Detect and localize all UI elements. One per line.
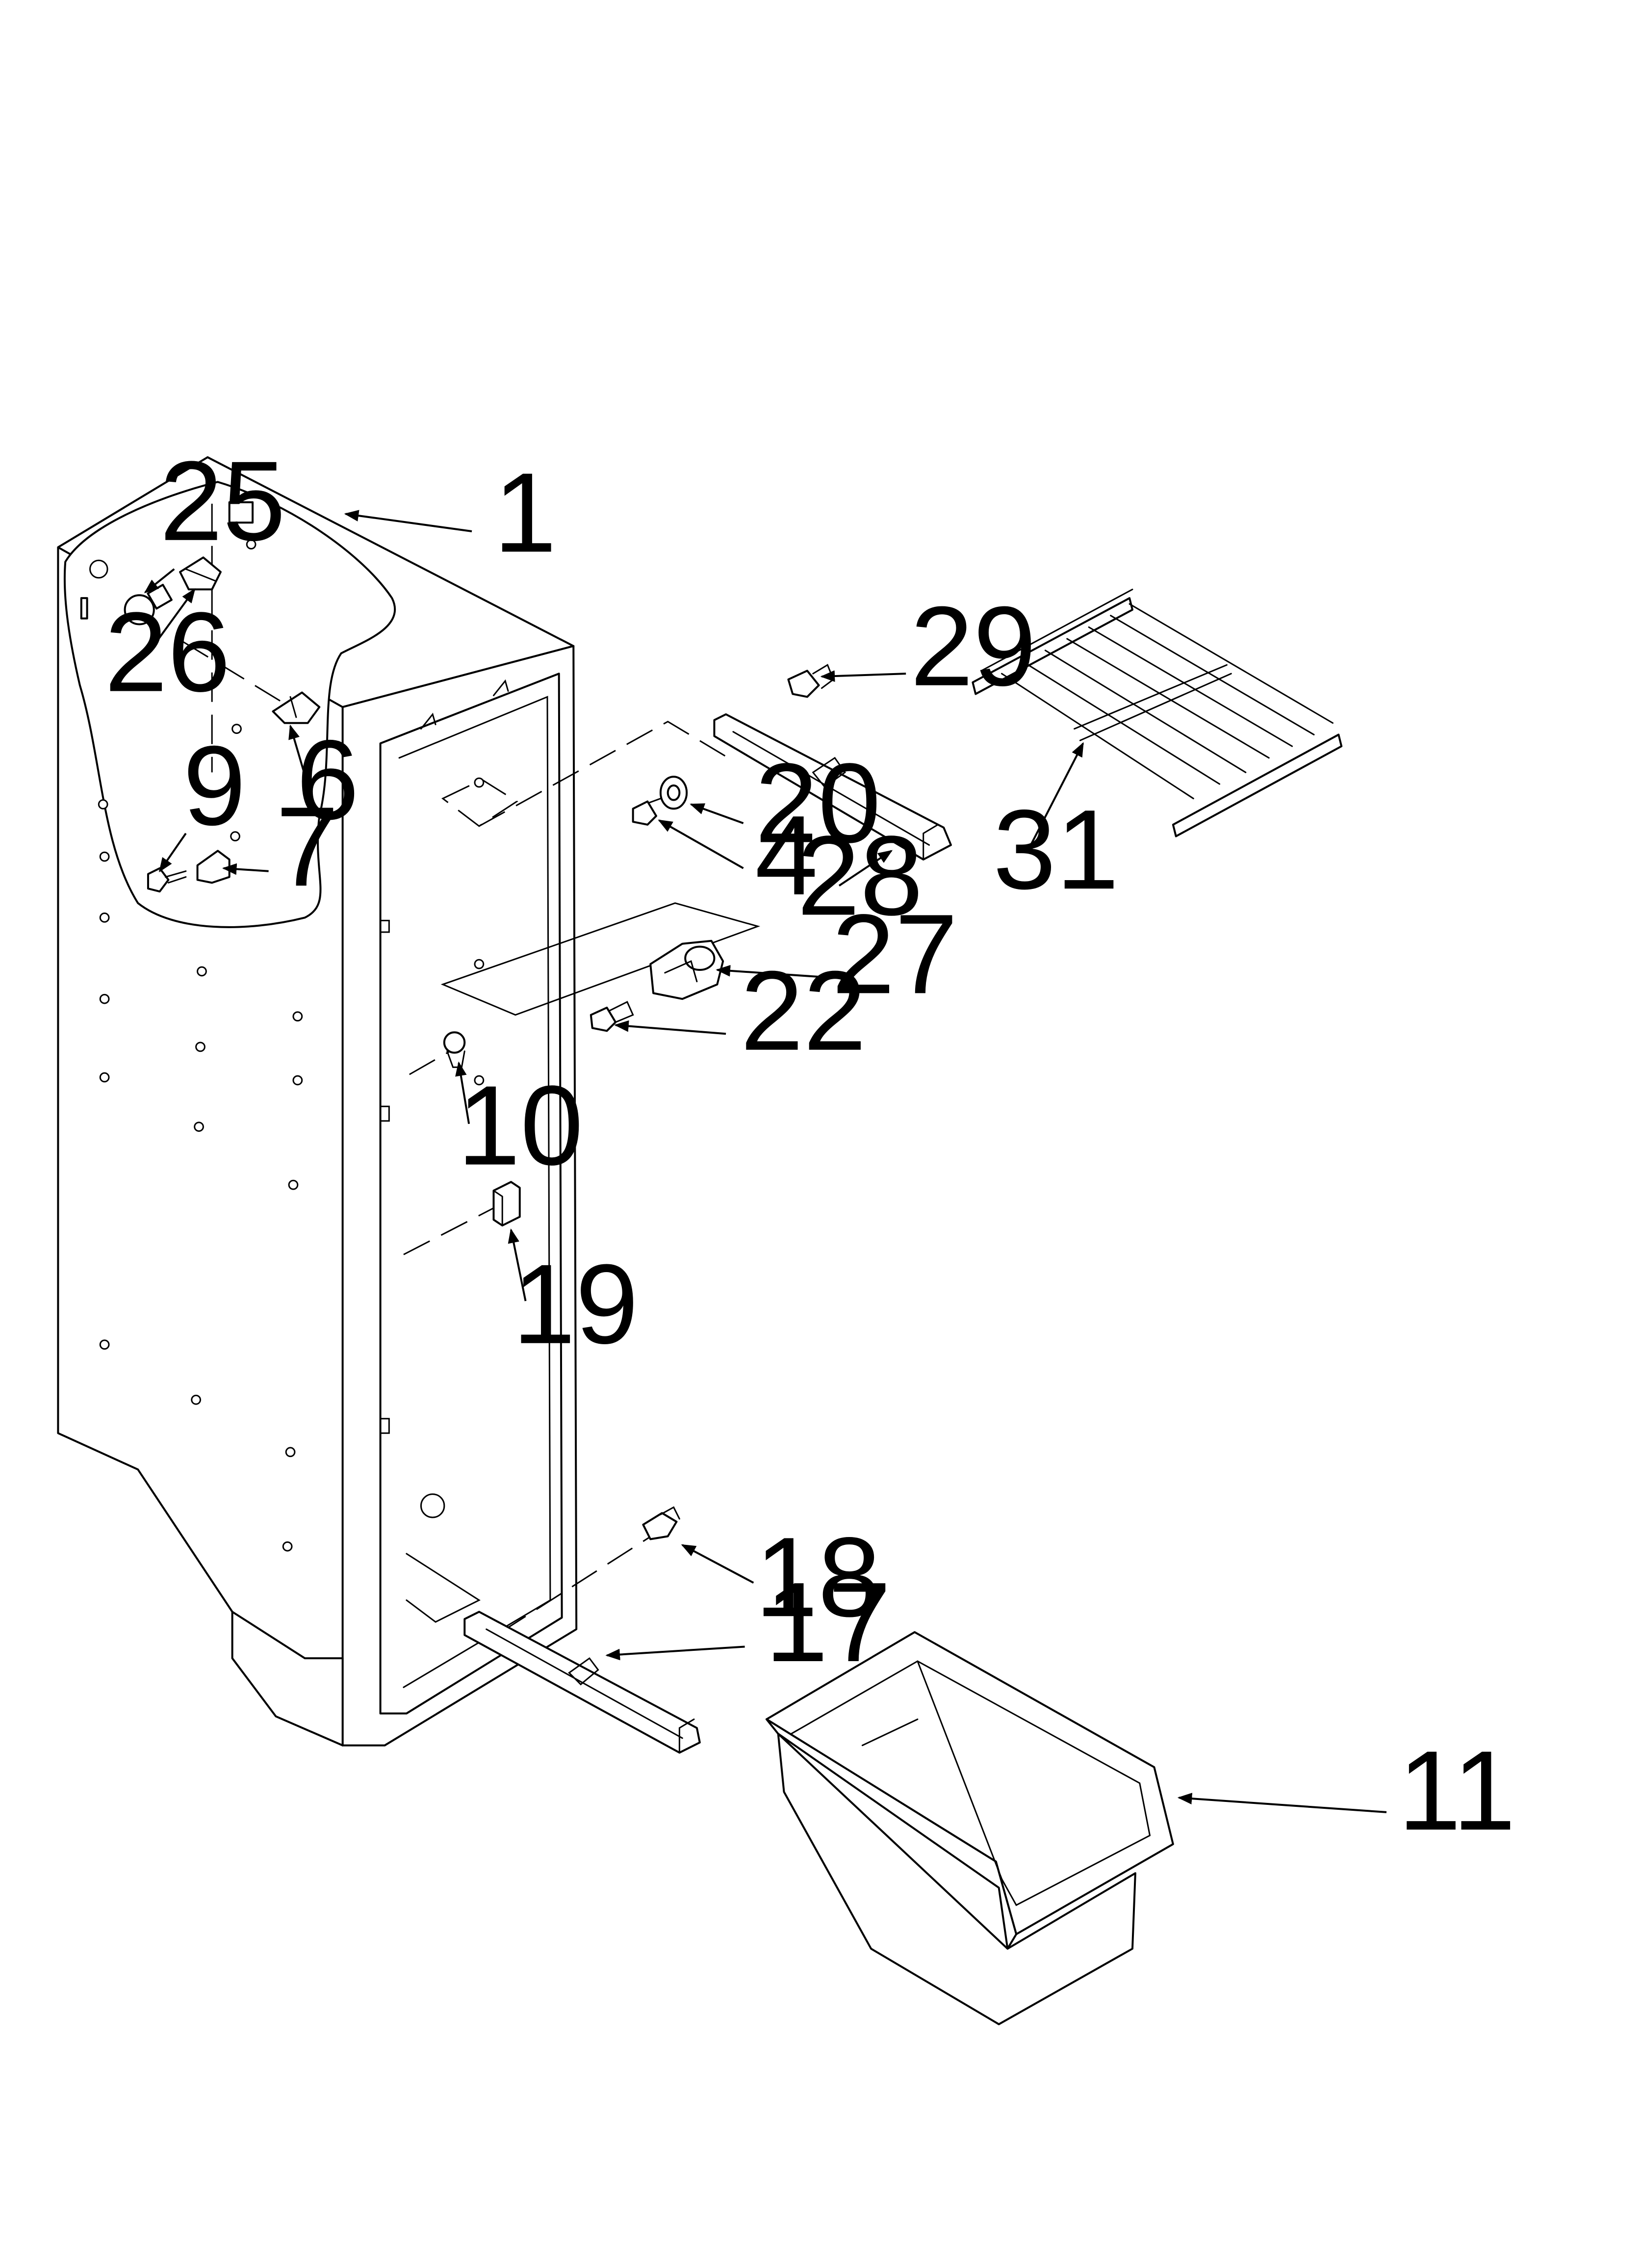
light-shield-part-6 <box>273 693 320 723</box>
screw-part-9 <box>148 868 186 891</box>
bracket-part-7 <box>198 832 240 883</box>
bushing-part-20 <box>644 777 687 808</box>
callout-22: 22 <box>741 947 867 1074</box>
callout-19: 19 <box>513 1241 639 1367</box>
callout-26: 26 <box>104 589 231 715</box>
callout-11: 11 <box>1398 1727 1516 1853</box>
shelf-slide-part-17 <box>464 1612 700 1752</box>
callout-7: 7 <box>276 783 338 910</box>
wire-shelf-part-31 <box>973 589 1341 836</box>
callout-17: 17 <box>765 1559 891 1685</box>
callout-25: 25 <box>160 438 286 564</box>
callout-9: 9 <box>183 722 246 849</box>
callout-18: 18 <box>755 1513 881 1640</box>
storage-bin-part-11 <box>767 1632 1173 2024</box>
glide-part-27 <box>650 941 723 999</box>
callout-labels: 1 25 26 6 9 7 29 31 20 4 28 27 22 10 19 … <box>104 438 1515 1854</box>
callout-10: 10 <box>457 1062 583 1189</box>
callout-20: 20 <box>755 739 881 866</box>
callout-1: 1 <box>493 449 556 575</box>
callout-27: 27 <box>832 890 958 1017</box>
shelf-slide-part-28 <box>714 714 951 860</box>
screw-part-22 <box>591 1002 633 1031</box>
screw-part-18 <box>643 1507 679 1539</box>
callout-29: 29 <box>910 583 1036 709</box>
screw-part-4 <box>633 802 656 825</box>
callout-4: 4 <box>755 792 818 918</box>
leader-lines <box>145 510 1386 1812</box>
mounting-outlines <box>404 722 758 1632</box>
callout-31: 31 <box>993 786 1119 912</box>
callout-28: 28 <box>797 812 923 939</box>
light-socket-part-26 <box>180 557 221 589</box>
screw-part-29 <box>788 665 833 697</box>
switch-part-19 <box>493 1182 519 1225</box>
side-dimples <box>99 800 302 1551</box>
callout-6: 6 <box>296 716 359 843</box>
